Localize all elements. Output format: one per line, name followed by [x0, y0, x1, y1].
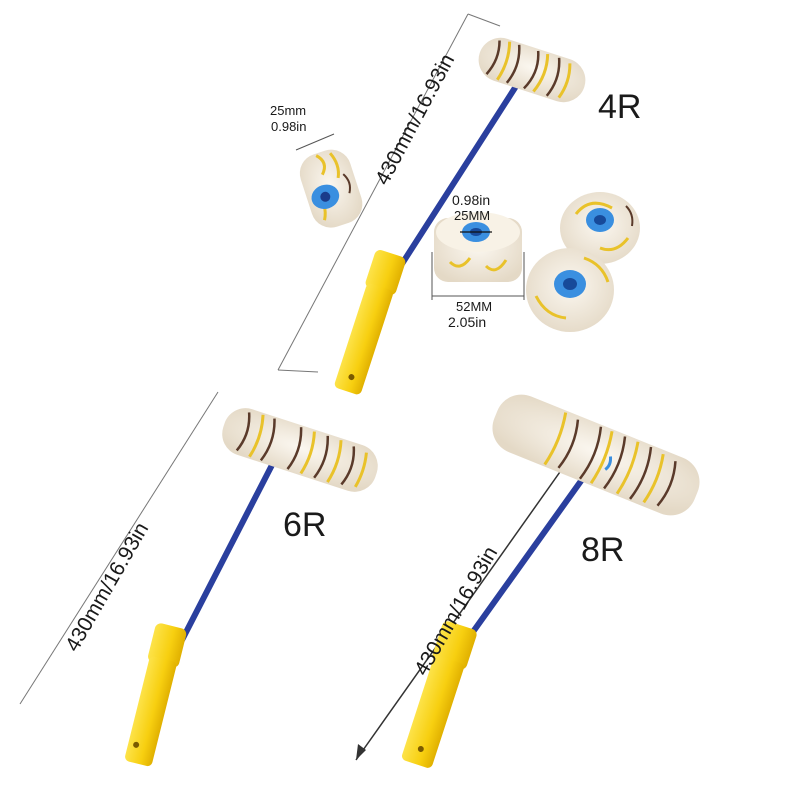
cover-8r [492, 394, 700, 516]
diameter-in-label: 2.05in [448, 314, 487, 330]
cross-section-roller [431, 212, 525, 300]
small-roller-mm-label: 25mm [270, 103, 307, 118]
roller-end-lower [526, 248, 614, 332]
small-roller [295, 133, 363, 228]
diameter-mm-label: 52MM [456, 299, 493, 314]
model-label-4r: 4R [598, 88, 642, 126]
cover-4r [478, 37, 586, 103]
handle-4r [334, 250, 406, 395]
rod-8r [467, 457, 599, 639]
model-label-8r: 8R [581, 531, 625, 569]
roller-end-upper [560, 192, 640, 264]
model-label-6r: 6R [283, 506, 327, 544]
cover-6r [222, 408, 378, 492]
small-roller-in-label: 0.98in [271, 119, 307, 134]
roller-4r [277, 13, 586, 395]
handle-8r [401, 621, 477, 768]
measure-line-4r [277, 13, 469, 371]
measure-line-8r [355, 437, 585, 761]
measure-line-6r [19, 391, 219, 705]
core-mm-label: 25MM [454, 208, 491, 223]
handle-6r [125, 623, 187, 767]
rod-4r [395, 77, 523, 273]
core-in-label: 0.98in [452, 192, 491, 208]
roller-6r [19, 391, 378, 767]
roller-8r [355, 394, 700, 768]
